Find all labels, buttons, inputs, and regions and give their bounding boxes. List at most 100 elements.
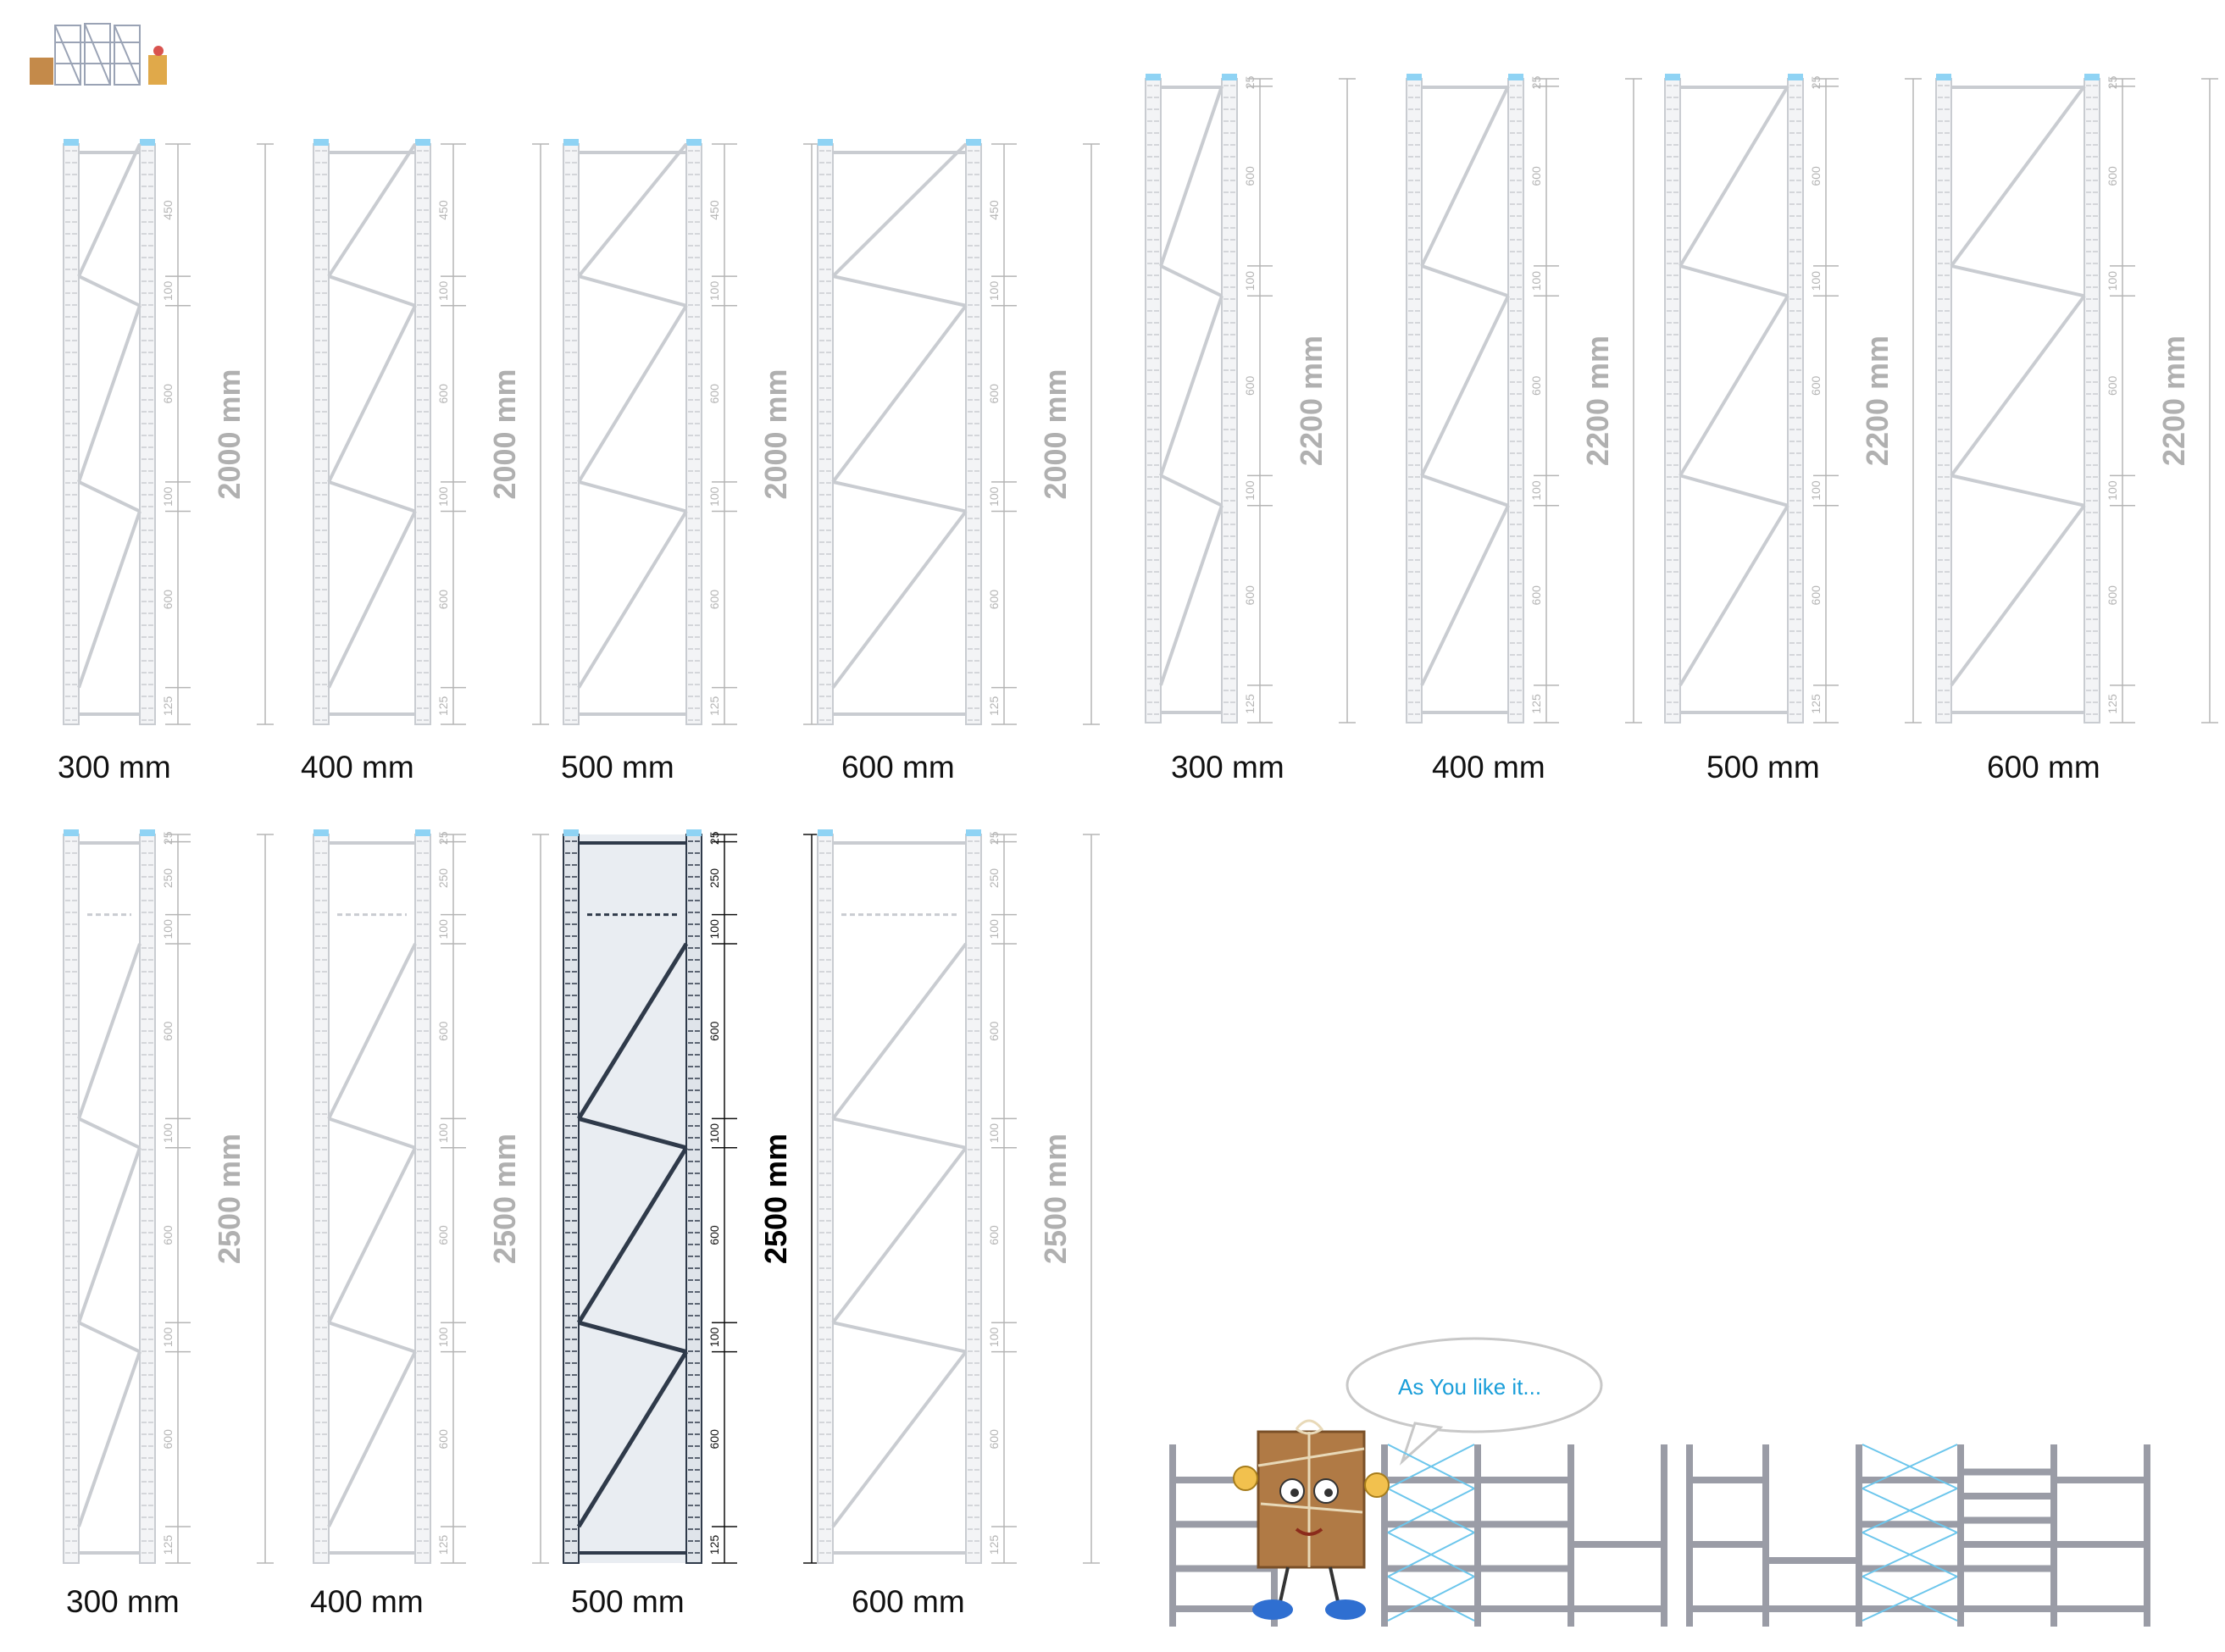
diagonal-brace: [578, 1116, 687, 1150]
segment-dimension-label: 100: [161, 1328, 175, 1348]
segment-dimension-label: 125: [436, 696, 450, 716]
segment-dimension-label: 450: [707, 200, 721, 220]
diagonal-brace: [576, 1350, 689, 1528]
box-mascot: [1233, 1419, 1390, 1620]
segment-dimension-label: 125: [1243, 694, 1257, 714]
diagonal-brace: [831, 304, 968, 484]
segment-dimension-label: 100: [707, 919, 721, 940]
segment-dimension-label: 125: [1529, 694, 1543, 714]
segment-dimension-label: 125: [2106, 694, 2119, 714]
segment-dimension-label: 125: [161, 696, 175, 716]
segment-dimension-label: 125: [707, 1535, 721, 1555]
diagonal-brace: [832, 1321, 967, 1354]
diagonal-brace: [832, 274, 967, 308]
segment-dimension-label: 25: [707, 831, 721, 845]
segment-dimension-label: 125: [987, 696, 1001, 716]
diagonal-brace: [77, 1147, 141, 1323]
frame-width-label: 600 mm: [841, 750, 955, 784]
segment-dimension-label: 25: [1243, 75, 1257, 89]
diagonal-brace: [1159, 505, 1223, 686]
frame-height-label: 2200 mm: [2156, 335, 2191, 466]
upright-post: [1221, 78, 1238, 723]
shelving-unit: [1567, 1444, 1667, 1627]
diagonal-brace: [1679, 474, 1789, 507]
segment-dimension-label: 100: [987, 1328, 1001, 1348]
diagonal-brace: [1678, 295, 1789, 477]
segment-dimension-label: 100: [2106, 480, 2119, 501]
segment-dimension-label: 600: [2106, 375, 2119, 396]
segment-dimension-label: 100: [436, 919, 450, 940]
diagonal-brace: [78, 1321, 141, 1354]
frame-height-label: 2500 mm: [758, 1134, 793, 1264]
segment-dimension-label: 600: [1243, 166, 1257, 186]
segment-dimension-label: 100: [436, 1123, 450, 1144]
upright-post: [1406, 78, 1423, 723]
upright-post: [139, 834, 156, 1564]
segment-dimension-label: 100: [987, 919, 1001, 940]
diagonal-brace: [1159, 295, 1223, 477]
frame-width-label: 500 mm: [561, 750, 674, 784]
diagonal-brace: [831, 142, 968, 278]
diagonal-brace: [78, 480, 141, 513]
segment-dimension-label: 600: [161, 384, 175, 404]
diagonal-brace: [328, 480, 416, 513]
segment-dimension-label: 600: [161, 1021, 175, 1041]
segment-dimension-label: 450: [436, 200, 450, 220]
diagonal-brace: [78, 274, 141, 308]
diagonal-brace: [831, 510, 968, 689]
segment-dimension-label: 100: [436, 486, 450, 507]
diagonal-brace: [1420, 504, 1510, 686]
diagonal-brace: [328, 1117, 416, 1150]
diagonal-brace: [1160, 264, 1223, 298]
segment-dimension-label: 600: [436, 384, 450, 404]
segment-dimension-label: 600: [1809, 375, 1823, 396]
segment-dimension-label: 450: [161, 200, 175, 220]
diagonal-brace: [577, 142, 688, 278]
upright-post: [1664, 78, 1681, 723]
upright-post: [685, 834, 702, 1564]
upright-post: [2084, 78, 2100, 723]
segment-dimension-label: 600: [707, 1021, 721, 1041]
segment-dimension-label: 25: [1809, 75, 1823, 89]
upright-post: [63, 834, 80, 1564]
diagonal-brace: [576, 1146, 689, 1324]
segment-dimension-label: 100: [987, 1123, 1001, 1144]
frame-height-label: 2200 mm: [1860, 335, 1895, 466]
upright-post: [965, 834, 982, 1564]
mascot-shelving-illustration: [1161, 1334, 2161, 1639]
upright-post: [1507, 78, 1524, 723]
shelving-unit: [1957, 1444, 2057, 1627]
shelving-unit: [1686, 1444, 1769, 1627]
diagonal-brace: [1420, 295, 1510, 477]
segment-dimension-label: 125: [987, 1535, 1001, 1555]
diagonal-brace: [77, 1350, 141, 1527]
segment-dimension-label: 600: [2106, 585, 2119, 606]
segment-dimension-label: 600: [1809, 585, 1823, 606]
upright-post: [1787, 78, 1804, 723]
segment-dimension-label: 125: [161, 1535, 175, 1555]
upright-post: [1145, 78, 1162, 723]
diagonal-brace: [327, 943, 417, 1120]
frame-width-label: 600 mm: [852, 1584, 965, 1619]
shelving-unit: [1856, 1444, 1964, 1627]
diagonal-brace: [78, 1117, 141, 1150]
diagonal-brace: [578, 1320, 687, 1355]
diagonal-brace: [1678, 85, 1789, 267]
segment-dimension-label: 600: [987, 590, 1001, 610]
segment-dimension-label: 250: [436, 868, 450, 889]
segment-dimension-label: 250: [707, 868, 721, 889]
frame-width-label: 400 mm: [301, 750, 414, 784]
upright-post: [1935, 78, 1952, 723]
upright-post: [563, 834, 580, 1564]
frame-width-label: 500 mm: [1706, 750, 1820, 784]
diagonal-brace: [578, 480, 687, 513]
